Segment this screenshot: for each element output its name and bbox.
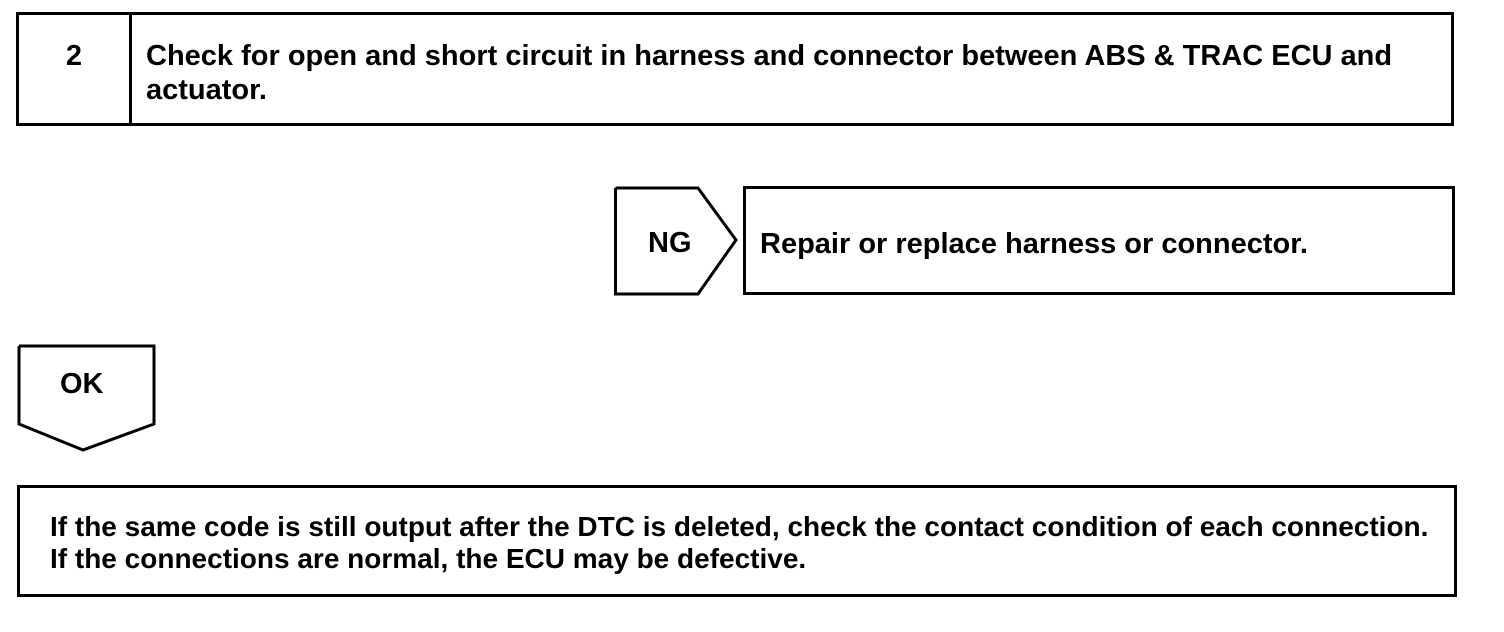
step-number-cell: 2 (19, 15, 132, 123)
step-title: Check for open and short circuit in harn… (146, 40, 1393, 106)
note-box: If the same code is still output after t… (17, 485, 1457, 597)
ng-action-box: Repair or replace harness or connector. (743, 186, 1455, 295)
ng-action-text: Repair or replace harness or connector. (760, 228, 1308, 260)
step-number: 2 (65, 40, 83, 72)
ng-arrow-shape (614, 186, 738, 296)
ng-label: NG (648, 227, 692, 259)
ok-label: OK (60, 368, 104, 400)
note-text: If the same code is still output after t… (50, 511, 1429, 574)
step-box: 2 Check for open and short circuit in ha… (16, 12, 1454, 126)
ok-arrow-shape (17, 344, 156, 452)
